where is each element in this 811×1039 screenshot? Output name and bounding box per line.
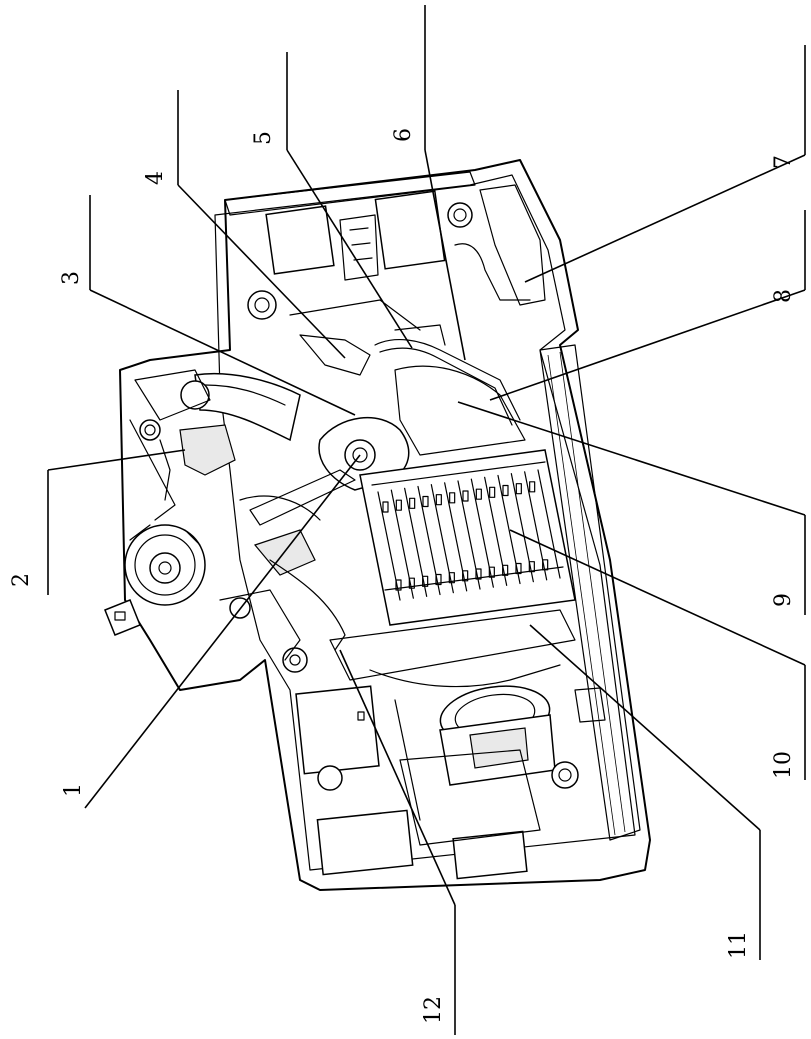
handle-mechanism (130, 370, 300, 520)
callout-1: 1 (61, 783, 86, 797)
callout-6: 6 (391, 128, 416, 142)
upper-terminal-block (248, 185, 545, 319)
bimetal-and-linkage (290, 300, 520, 425)
callout-10: 10 (771, 751, 796, 779)
rotary-knob (105, 525, 205, 635)
leader-7-diag (525, 155, 805, 282)
callout-12: 12 (421, 996, 446, 1024)
callout-8: 8 (771, 289, 796, 303)
callout-4: 4 (143, 171, 168, 185)
callout-7: 7 (771, 155, 796, 169)
callout-2: 2 (9, 573, 34, 587)
callout-11: 11 (726, 931, 751, 959)
callout-9: 9 (771, 593, 796, 607)
leader-8-diag (490, 290, 805, 400)
callout-3: 3 (59, 271, 84, 285)
callout-5: 5 (251, 131, 276, 145)
leader-2 (48, 450, 185, 470)
arc-chute (360, 450, 575, 625)
